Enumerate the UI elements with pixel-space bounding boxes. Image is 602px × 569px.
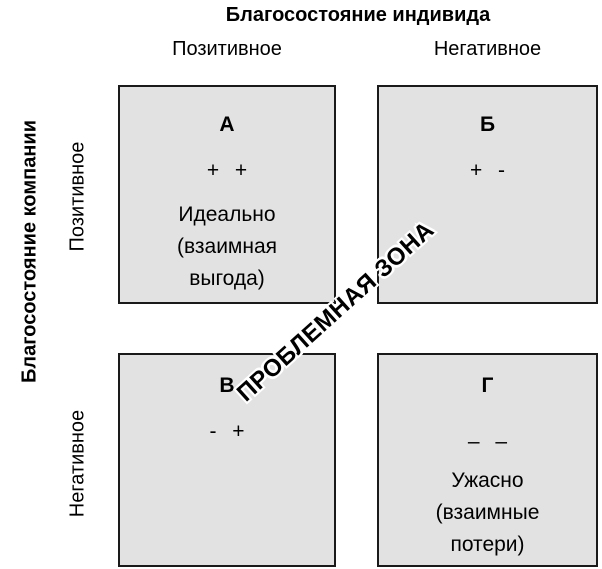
description-line: (взаимные	[435, 501, 540, 524]
row-header-negative: Негативное	[66, 409, 89, 518]
quadrant-a-signs: + +	[206, 159, 253, 182]
quadrant-v-letter: В	[219, 374, 235, 397]
quadrant-g-letter: Г	[481, 374, 494, 397]
description-line: выгода)	[189, 267, 265, 290]
column-header-negative: Негативное	[433, 38, 542, 60]
quadrant-a-letter: А	[219, 113, 235, 136]
quadrant-g: Г – – Ужасно (взаимные потери)	[377, 353, 598, 567]
left-axis-title: Благосостояние компании	[18, 120, 41, 383]
description-line: Идеально	[178, 203, 276, 226]
quadrant-a-description: Идеально (взаимная выгода)	[126, 199, 328, 295]
quadrant-b: Б + -	[377, 85, 598, 304]
quadrant-v: В - +	[118, 353, 336, 567]
row-header-positive: Позитивное	[66, 141, 89, 252]
column-header-positive: Позитивное	[172, 38, 282, 60]
quadrant-g-description: Ужасно (взаимные потери)	[385, 465, 590, 561]
quadrant-v-signs: - +	[209, 420, 250, 443]
description-line: Ужасно	[451, 469, 524, 492]
quadrant-g-signs: – –	[467, 430, 513, 453]
quadrant-a: А + + Идеально (взаимная выгода)	[118, 85, 336, 304]
description-line: (взаимная	[176, 235, 278, 258]
description-line: потери)	[450, 533, 525, 556]
quadrant-b-letter: Б	[479, 113, 496, 136]
top-axis-title: Благосостояние индивида	[225, 4, 491, 26]
quadrant-b-signs: + -	[469, 159, 511, 182]
